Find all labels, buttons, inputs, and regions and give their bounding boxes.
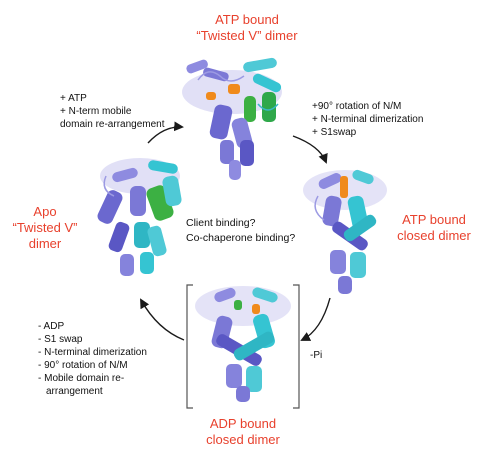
center-questions: Client binding? Co-chaperone binding? xyxy=(186,216,295,246)
note-atp-to-closed-line1: +90° rotation of N/M xyxy=(312,101,402,112)
note-closed-to-adp: -Pi xyxy=(310,349,322,362)
title-adp-closed-line2: closed dimer xyxy=(206,432,280,447)
note-apo-to-atp-line1: + ATP xyxy=(60,93,87,104)
title-adp-closed: ADP bound closed dimer xyxy=(193,416,293,448)
arrow-atp-to-closed xyxy=(292,135,328,164)
structure-atp-closed xyxy=(303,169,387,294)
title-atp-closed: ATP bound closed dimer xyxy=(386,212,482,244)
title-apo-line3: dimer xyxy=(28,236,62,251)
title-atp-twisted-v-line1: ATP bound xyxy=(215,12,279,27)
center-question-cochaperone: Co-chaperone binding? xyxy=(186,232,296,244)
note-adp-to-apo-line1: - ADP xyxy=(38,321,65,332)
note-closed-to-adp-line1: -Pi xyxy=(310,350,323,361)
structure-adp-closed xyxy=(195,286,291,402)
arrow-closed-to-adp xyxy=(300,297,331,341)
title-atp-twisted-v: ATP bound “Twisted V” dimer xyxy=(192,12,302,44)
structure-atp-twisted-v xyxy=(182,57,282,180)
title-atp-closed-line2: closed dimer xyxy=(397,228,471,243)
note-atp-to-closed: +90° rotation of N/M + N-terminal dimeri… xyxy=(312,100,423,139)
title-apo-twisted-v: Apo “Twisted V” dimer xyxy=(8,204,82,252)
note-adp-to-apo-line5: - Mobile domain re- xyxy=(38,373,125,384)
note-adp-to-apo-line3: - N-terminal dimerization xyxy=(38,347,147,358)
arrow-adp-to-apo xyxy=(140,298,185,341)
note-apo-to-atp-line3: domain re-arrangement xyxy=(60,119,165,130)
adp-bracket xyxy=(186,284,300,409)
note-atp-to-closed-line2: + N-terminal dimerization xyxy=(312,114,424,125)
title-apo-line2: “Twisted V” xyxy=(12,220,78,235)
title-atp-closed-line1: ATP bound xyxy=(402,212,466,227)
arrow-apo-to-atp xyxy=(147,121,184,144)
note-adp-to-apo-line6: arrangement xyxy=(46,386,103,397)
title-adp-closed-line1: ADP bound xyxy=(209,416,277,431)
note-adp-to-apo-line2: - S1 swap xyxy=(38,334,83,345)
title-apo-line1: Apo xyxy=(33,204,57,219)
note-atp-to-closed-line3: + S1swap xyxy=(312,127,357,138)
note-adp-to-apo: - ADP - S1 swap - N-terminal dimerizatio… xyxy=(38,320,147,398)
note-apo-to-atp-line2: + N-term mobile xyxy=(60,106,132,117)
note-adp-to-apo-line4: - 90° rotation of N/M xyxy=(38,360,128,371)
title-atp-twisted-v-line2: “Twisted V” dimer xyxy=(196,28,298,43)
structure-apo-twisted-v xyxy=(97,158,182,276)
center-question-client: Client binding? xyxy=(186,217,256,229)
note-apo-to-atp: + ATP + N-term mobile domain re-arrangem… xyxy=(60,92,165,131)
